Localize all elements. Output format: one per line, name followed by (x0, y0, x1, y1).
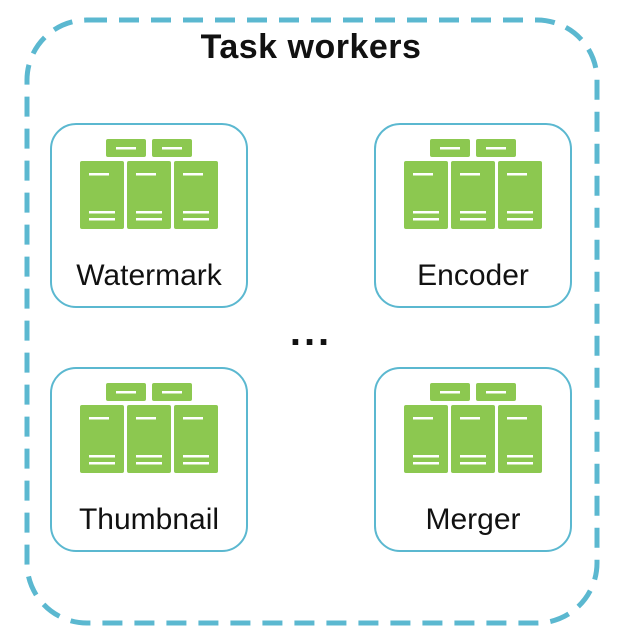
server-stack-icon (80, 383, 218, 473)
more-workers-ellipsis: ... (289, 310, 333, 354)
worker-label: Merger (425, 503, 521, 536)
worker-label: Encoder (417, 259, 529, 292)
server-stack-icon (404, 139, 542, 229)
worker-encoder: Encoder (374, 123, 572, 308)
worker-label: Watermark (76, 259, 222, 292)
worker-merger: Merger (374, 367, 572, 552)
group-title: Task workers (200, 28, 422, 66)
worker-label: Thumbnail (78, 503, 220, 536)
server-stack-icon (80, 139, 218, 229)
worker-watermark: Watermark (50, 123, 248, 308)
worker-thumbnail: Thumbnail (50, 367, 248, 552)
server-stack-icon (404, 383, 542, 473)
